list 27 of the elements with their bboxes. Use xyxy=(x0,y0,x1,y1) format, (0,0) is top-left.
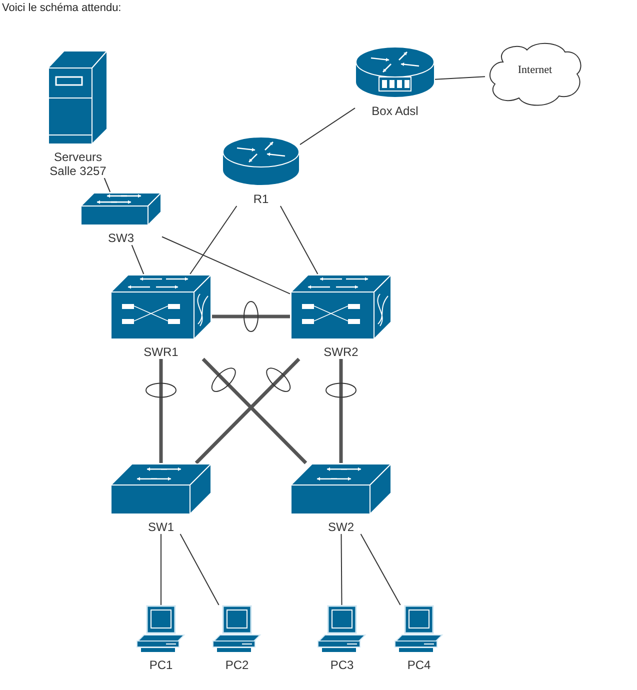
link-line xyxy=(360,534,401,606)
device-label: SW1 xyxy=(148,520,174,534)
device-label: PC2 xyxy=(225,658,249,672)
link-line xyxy=(131,244,144,274)
device-label: Internet xyxy=(518,64,552,76)
double-link-line xyxy=(212,314,290,318)
device-label: PC1 xyxy=(149,658,173,672)
link-line xyxy=(300,108,356,146)
link-line xyxy=(104,178,111,192)
device-label: R1 xyxy=(253,192,269,206)
link-line xyxy=(340,534,342,606)
device-label: SW3 xyxy=(108,231,134,245)
device-label: Box Adsl xyxy=(372,104,418,118)
link-line xyxy=(434,76,486,80)
device-label: PC3 xyxy=(330,658,354,672)
double-link-line xyxy=(339,359,343,463)
device-label: SWR2 xyxy=(324,345,358,359)
device-label: SW2 xyxy=(328,520,354,534)
device-label: PC4 xyxy=(407,658,431,672)
link-line xyxy=(190,206,238,274)
link-line xyxy=(280,206,318,274)
device-label: SWR1 xyxy=(144,345,178,359)
link-line xyxy=(180,534,220,606)
link-line xyxy=(162,236,290,294)
double-link-line xyxy=(159,359,163,463)
heading: Voici le schéma attendu: xyxy=(2,2,122,14)
link-line xyxy=(160,534,162,606)
